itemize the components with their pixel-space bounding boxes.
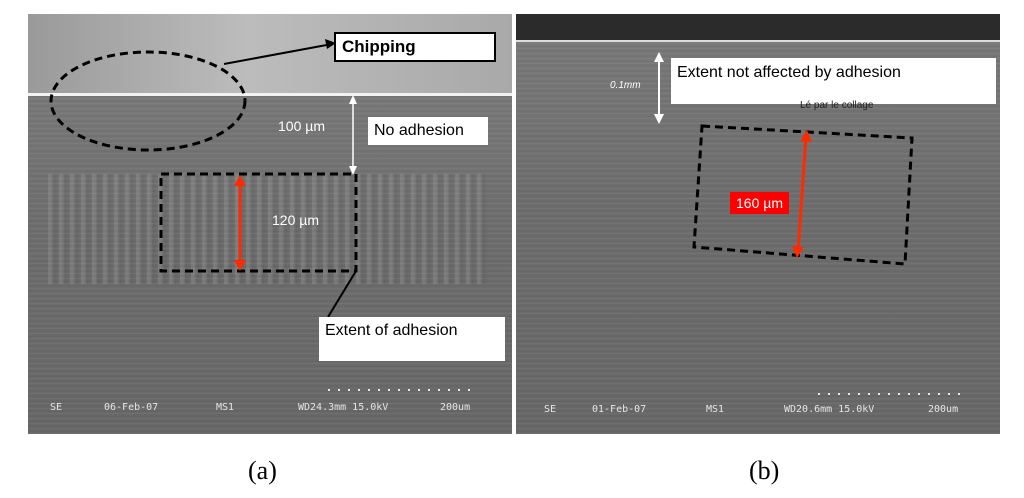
annotations-a [49,39,358,318]
chipping-label: Chipping [334,32,496,62]
dim-120um-label: 120 µm [272,212,319,228]
sem-footer-date-b: 01-Feb-07 [592,404,647,415]
adhesion-band-a [48,174,488,284]
adhesion-depth-arrow-b-top [800,130,812,142]
dim-100um-label: 100 µm [278,118,325,134]
caption-b: (b) [749,456,780,485]
adhesion-depth-arrow-a-bottom [234,260,246,271]
unaffected-arrow-top [654,52,664,62]
sem-footer-se-b: SE [544,404,557,415]
no-adhesion-arrow-bottom [349,166,357,175]
sem-footer-detector-a: MS1 [216,402,235,413]
dark-top-region-b [516,14,1000,41]
dim-160um-label: 160 µm [730,192,789,214]
scale-bar-b [818,393,964,395]
caption-a: (a) [248,456,277,485]
extent-not-affected-label: Extent not affected by adhesion [671,58,996,104]
sem-image-a: Chipping No adhesion Extent of adhesion … [28,14,512,434]
sem-footer-detector-b: MS1 [706,404,725,415]
sem-footer-scale-b: 200um [928,404,959,415]
extent-adhesion-pointer [327,270,357,318]
adhesion-rectangle [159,172,358,273]
sem-image-b: Extent not affected by adhesion 0.1mm Lé… [516,14,1000,434]
chipping-pointer-line [223,43,333,65]
chipping-ellipse [49,50,247,152]
adhesion-depth-arrow-a-top [234,175,246,186]
no-adhesion-label: No adhesion [368,117,488,145]
extent-adhesion-label: Extent of adhesion [319,317,505,361]
adhesion-depth-arrow-b-bottom [792,246,804,258]
sem-surface-b [516,41,1000,434]
unaffected-arrow-bottom [654,114,664,124]
scale-bar-a [328,389,474,391]
french-overlay-text: Lé par le collage [800,100,874,111]
sem-footer-se-a: SE [50,402,63,413]
adhesion-quadrilateral [692,124,914,266]
cutting-edge-line-b [516,40,1000,42]
dim-01mm-label: 0.1mm [610,80,641,91]
sem-footer-date-a: 06-Feb-07 [104,402,159,413]
adhesion-depth-arrow-b [796,135,808,253]
sem-surface-a [28,94,512,434]
sem-footer-wd-a: WD24.3mm 15.0kV [298,402,389,413]
sem-footer-scale-a: 200um [440,402,471,413]
annotations-b [654,52,914,266]
chipping-pointer-arrowhead [325,39,336,49]
cutting-edge-line-a [28,93,512,96]
no-adhesion-arrow-top [349,95,357,104]
sem-footer-wd-b: WD20.6mm 15.0kV [784,404,875,415]
